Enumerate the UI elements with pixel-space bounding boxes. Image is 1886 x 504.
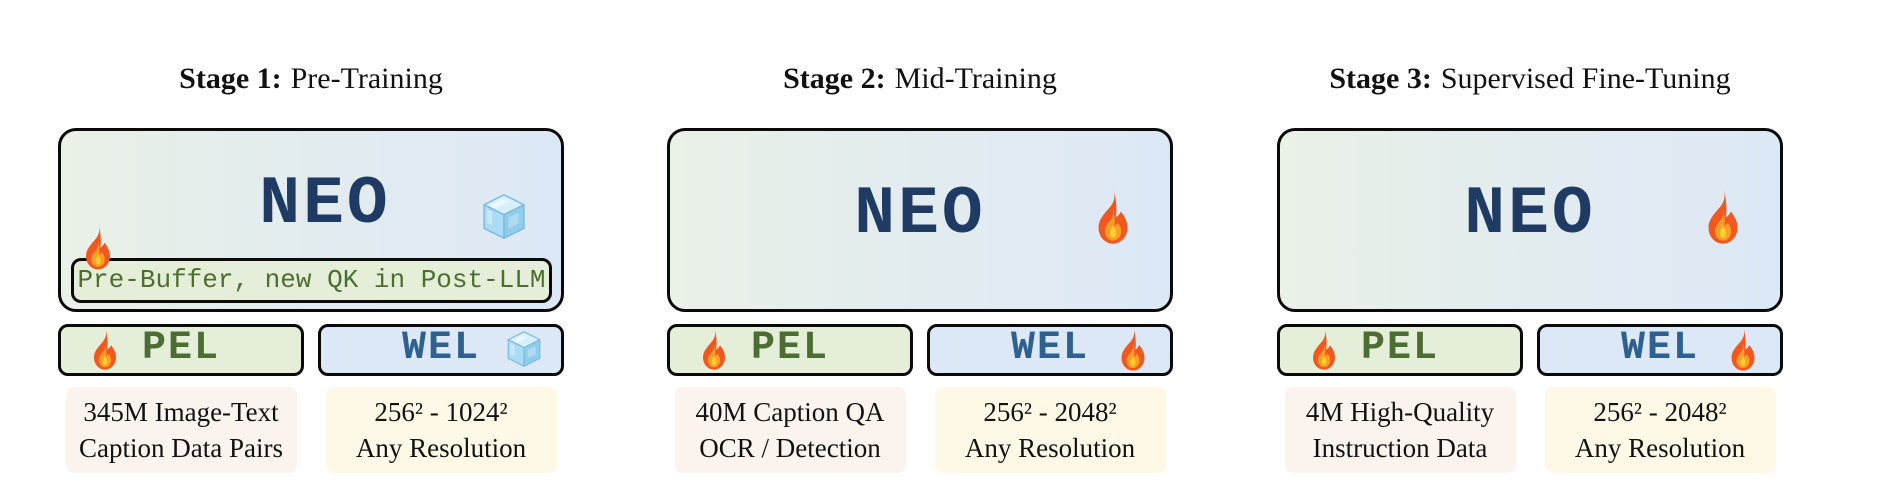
stage-3-title: Stage 3:Supervised Fine-Tuning	[1277, 62, 1783, 102]
pel-data-box: 40M Caption QA OCR / Detection	[674, 387, 906, 473]
fire-icon	[1694, 188, 1752, 246]
fire-icon	[74, 221, 122, 273]
stage-2-title: Stage 2:Mid-Training	[667, 62, 1173, 102]
stage-label: Stage 3:	[1329, 62, 1432, 95]
pel-label: PEL	[750, 325, 829, 371]
wel-label: WEL	[1620, 325, 1699, 371]
pel-data-slot: 4M High-Quality Instruction Data	[1277, 387, 1523, 473]
wel-data-box: 256² - 2048² Any Resolution	[934, 387, 1166, 473]
pel-label: PEL	[1360, 325, 1439, 371]
data-row: 40M Caption QA OCR / Detection 256² - 20…	[667, 387, 1173, 473]
neo-model-box: NEO	[1277, 128, 1783, 312]
stage-1-column: Stage 1:Pre-Training NEO Pre-Buffer, new…	[58, 0, 564, 473]
wel-box: WEL	[1537, 324, 1783, 376]
pel-data-line2: Instruction Data	[1312, 433, 1488, 463]
pel-data-line1: 345M Image-Text	[83, 397, 279, 427]
data-row: 4M High-Quality Instruction Data 256² - …	[1277, 387, 1783, 473]
pel-data-box: 4M High-Quality Instruction Data	[1284, 387, 1516, 473]
wel-data-line2: Any Resolution	[964, 433, 1136, 463]
pel-data-line2: OCR / Detection	[699, 433, 881, 463]
wel-label: WEL	[1010, 325, 1089, 371]
stage-2-column: Stage 2:Mid-Training NEO PEL WEL	[667, 0, 1173, 473]
wel-data-line1: 256² - 2048²	[983, 397, 1117, 427]
encoder-row: PEL WEL	[667, 324, 1173, 376]
fire-icon	[83, 325, 127, 373]
encoder-row: PEL WEL	[1277, 324, 1783, 376]
stage-name: Pre-Training	[290, 62, 443, 95]
pel-data-line1: 40M Caption QA	[695, 397, 885, 427]
wel-data-slot: 256² - 2048² Any Resolution	[927, 387, 1173, 473]
wel-data-slot: 256² - 1024² Any Resolution	[318, 387, 564, 473]
stage-3-column: Stage 3:Supervised Fine-Tuning NEO PEL W…	[1277, 0, 1783, 473]
neo-model-label: NEO	[854, 175, 986, 253]
neo-model-label: NEO	[1464, 175, 1596, 253]
pel-box: PEL	[667, 324, 913, 376]
wel-data-slot: 256² - 2048² Any Resolution	[1537, 387, 1783, 473]
pel-data-line1: 4M High-Quality	[1305, 397, 1495, 427]
stage-label: Stage 1:	[179, 62, 282, 95]
fire-icon	[692, 325, 736, 373]
encoder-row: PEL WEL	[58, 324, 564, 376]
stage-name: Supervised Fine-Tuning	[1440, 62, 1731, 95]
wel-data-box: 256² - 1024² Any Resolution	[325, 387, 557, 473]
fire-icon	[1084, 188, 1142, 246]
wel-data-line1: 256² - 2048²	[1593, 397, 1727, 427]
stage-1-title: Stage 1:Pre-Training	[58, 62, 564, 102]
neo-model-label: NEO	[259, 165, 391, 243]
fire-icon	[1110, 325, 1156, 373]
pel-label: PEL	[141, 325, 220, 371]
wel-data-line1: 256² - 1024²	[374, 397, 508, 427]
neo-model-box: NEO	[667, 128, 1173, 312]
stage-name: Mid-Training	[894, 62, 1057, 95]
pel-data-slot: 40M Caption QA OCR / Detection	[667, 387, 913, 473]
wel-box: WEL	[927, 324, 1173, 376]
data-row: 345M Image-Text Caption Data Pairs 256² …	[58, 387, 564, 473]
pel-data-box: 345M Image-Text Caption Data Pairs	[65, 387, 297, 473]
pel-box: PEL	[58, 324, 304, 376]
pel-box: PEL	[1277, 324, 1523, 376]
wel-data-box: 256² - 2048² Any Resolution	[1544, 387, 1776, 473]
pel-data-line2: Caption Data Pairs	[79, 433, 283, 463]
wel-box: WEL	[318, 324, 564, 376]
stage-label: Stage 2:	[783, 62, 886, 95]
pel-data-slot: 345M Image-Text Caption Data Pairs	[58, 387, 304, 473]
ice-icon	[501, 325, 547, 373]
neo-model-box: NEO Pre-Buffer, new QK in Post-LLM	[58, 128, 564, 312]
ice-icon	[475, 188, 533, 246]
pre-buffer-box: Pre-Buffer, new QK in Post-LLM	[71, 258, 552, 303]
pre-buffer-label: Pre-Buffer, new QK in Post-LLM	[77, 264, 546, 295]
fire-icon	[1720, 325, 1766, 373]
wel-data-line2: Any Resolution	[355, 433, 527, 463]
wel-data-line2: Any Resolution	[1574, 433, 1746, 463]
wel-label: WEL	[401, 325, 480, 371]
fire-icon	[1302, 325, 1346, 373]
